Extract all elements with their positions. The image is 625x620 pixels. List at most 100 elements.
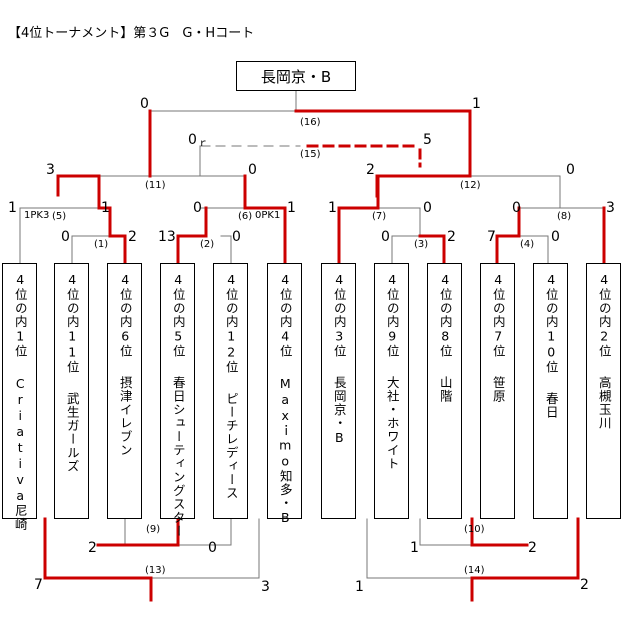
team-label: 4位の内1位 Criativa尼崎 — [12, 264, 28, 531]
team-label: 4位の内12位ピーチレディース — [223, 264, 239, 518]
match-number: (14) — [464, 565, 485, 576]
match-number: (3) — [414, 239, 429, 250]
score: 13 — [158, 229, 176, 245]
score: 3 — [606, 200, 615, 216]
score: 0 — [61, 229, 70, 245]
team-label: 4位の内7位笹原 — [490, 264, 506, 518]
team-box: 4位の内10位春日 — [533, 263, 568, 519]
team-name: Criativa尼崎 — [12, 376, 28, 531]
team-label: 4位の内2位高槻玉川 — [596, 264, 612, 518]
score: 7 — [487, 229, 496, 245]
team-label: 4位の内8位山階 — [437, 264, 453, 518]
team-name: 長岡京・B — [331, 376, 347, 446]
score: 0 — [188, 132, 197, 148]
score: 0 — [140, 96, 149, 112]
score: 0 — [248, 162, 257, 178]
score: 2 — [580, 577, 589, 593]
team-box: 4位の内4位 Maxｉmo知多・B — [267, 263, 302, 526]
team-seed: 4位の内1位 — [12, 272, 28, 358]
score: 2 — [447, 229, 456, 245]
team-box: 4位の内8位山階 — [427, 263, 462, 519]
score: 0 — [566, 162, 575, 178]
match-number: (4) — [520, 239, 535, 250]
score: 0 — [512, 200, 521, 216]
match-number: (1) — [94, 239, 109, 250]
champion-name: 長岡京・B — [260, 67, 332, 86]
team-name: 春日シューティングスター — [170, 376, 186, 538]
team-box: 4位の内11位武生ガールズ — [54, 263, 89, 519]
score: 1 — [355, 579, 364, 595]
match-number: (12) — [460, 180, 481, 191]
team-name: 笹原 — [490, 376, 506, 403]
score: 1 — [101, 200, 110, 216]
score: 2 — [128, 229, 137, 245]
score: 0 — [423, 200, 432, 216]
match-number: (7) — [372, 211, 387, 222]
team-name: Maxｉmo知多・B — [277, 376, 293, 526]
team-seed: 4位の内12位 — [223, 272, 239, 374]
score: 0 — [232, 229, 241, 245]
team-box: 4位の内12位ピーチレディース — [213, 263, 248, 519]
team-label: 4位の内10位春日 — [543, 264, 559, 518]
match-number: (15) — [300, 149, 321, 160]
score: 1 — [328, 200, 337, 216]
match-number: (6) — [238, 211, 253, 222]
team-box: 4位の内3位長岡京・B — [321, 263, 356, 519]
team-label: 4位の内4位 Maxｉmo知多・B — [277, 264, 293, 526]
team-seed: 4位の内2位 — [596, 272, 612, 358]
score: 2 — [88, 540, 97, 556]
team-seed: 4位の内3位 — [331, 272, 347, 358]
pk-note: 0PK1 — [255, 210, 281, 221]
team-label: 4位の内3位長岡京・B — [331, 264, 347, 518]
match-number: (16) — [300, 117, 321, 128]
team-box: 4位の内9位大社・ホワイト — [374, 263, 409, 519]
match-number: (10) — [464, 524, 485, 535]
score: 2 — [366, 162, 375, 178]
team-box: 4位の内7位笹原 — [480, 263, 515, 519]
champion-box: 長岡京・B — [236, 61, 356, 91]
team-label: 4位の内5位春日シューティングスター — [170, 264, 186, 538]
score: 2 — [528, 540, 537, 556]
team-box: 4位の内2位高槻玉川 — [586, 263, 621, 519]
team-name: ピーチレディース — [223, 392, 239, 500]
team-seed: 4位の内8位 — [437, 272, 453, 358]
score: 3 — [46, 162, 55, 178]
score: 0 — [381, 229, 390, 245]
team-label: 4位の内11位武生ガールズ — [64, 264, 80, 518]
corner-mark: ｒ — [198, 138, 208, 149]
team-seed: 4位の内9位 — [384, 272, 400, 358]
match-number: (5) — [52, 211, 67, 222]
team-name: 山階 — [437, 376, 453, 403]
score: 3 — [261, 579, 270, 595]
match-number: (8) — [557, 211, 572, 222]
team-box: 4位の内6位摂津イレブン — [107, 263, 142, 519]
score: 0 — [208, 540, 217, 556]
match-number: (9) — [146, 524, 161, 535]
team-seed: 4位の内7位 — [490, 272, 506, 358]
page-title: 【4位トーナメント】第３G G・Hコート — [8, 26, 255, 41]
score: 5 — [423, 132, 432, 148]
score: 0 — [551, 229, 560, 245]
score: 1 — [472, 96, 481, 112]
match-number: (11) — [145, 180, 166, 191]
team-seed: 4位の内11位 — [64, 272, 80, 374]
team-label: 4位の内6位摂津イレブン — [117, 264, 133, 518]
team-seed: 4位の内4位 — [277, 272, 293, 358]
score: 1 — [287, 200, 296, 216]
score: 7 — [34, 577, 43, 593]
match-number: (13) — [145, 565, 166, 576]
team-name: 摂津イレブン — [117, 376, 133, 457]
team-box: 4位の内1位 Criativa尼崎 — [2, 263, 37, 531]
team-seed: 4位の内6位 — [117, 272, 133, 358]
match-number: (2) — [200, 239, 215, 250]
team-seed: 4位の内5位 — [170, 272, 186, 358]
team-label: 4位の内9位大社・ホワイト — [384, 264, 400, 518]
pk-note: 1PK3 — [24, 210, 50, 221]
score: 0 — [193, 200, 202, 216]
team-seed: 4位の内10位 — [543, 272, 559, 374]
team-name: 武生ガールズ — [64, 392, 80, 473]
score: 1 — [410, 540, 419, 556]
team-name: 大社・ホワイト — [384, 376, 400, 471]
team-box: 4位の内5位春日シューティングスター — [160, 263, 195, 538]
